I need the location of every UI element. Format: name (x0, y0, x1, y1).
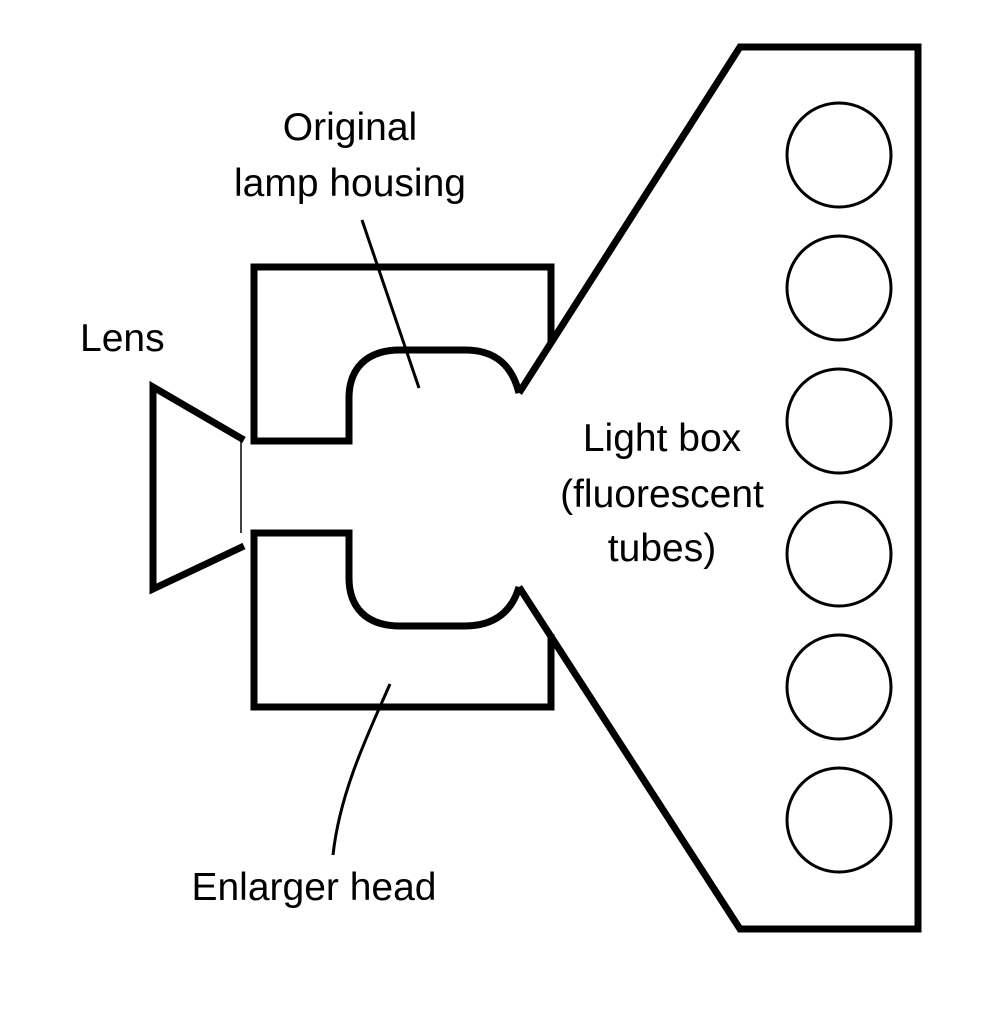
fluorescent-tube (785, 633, 893, 741)
enlarger-head-label: Enlarger head (191, 866, 436, 909)
fluorescent-tube (785, 766, 893, 874)
fluorescent-tube (785, 101, 893, 209)
enlarger-head-outline (250, 263, 555, 445)
fluorescent-tube (785, 500, 893, 608)
lamp-housing-label-line2: lamp housing (234, 162, 466, 205)
light-box-label-line1: Light box (583, 417, 742, 460)
lens-label: Lens (80, 317, 165, 360)
enlarger-head-outline-lower (250, 529, 555, 711)
fluorescent-tube (785, 234, 893, 342)
light-box-label-line2: (fluorescent (560, 473, 764, 516)
lamp-housing-leader (360, 219, 421, 389)
enlarger-head-leader (331, 683, 392, 856)
lamp-housing-label-line1: Original (283, 106, 417, 149)
light-box-outline (516, 43, 922, 933)
fluorescent-tube (785, 367, 893, 475)
lens-shape (149, 380, 246, 595)
light-box-label-line3: tubes) (608, 527, 716, 570)
fluorescent-tubes (785, 101, 893, 874)
